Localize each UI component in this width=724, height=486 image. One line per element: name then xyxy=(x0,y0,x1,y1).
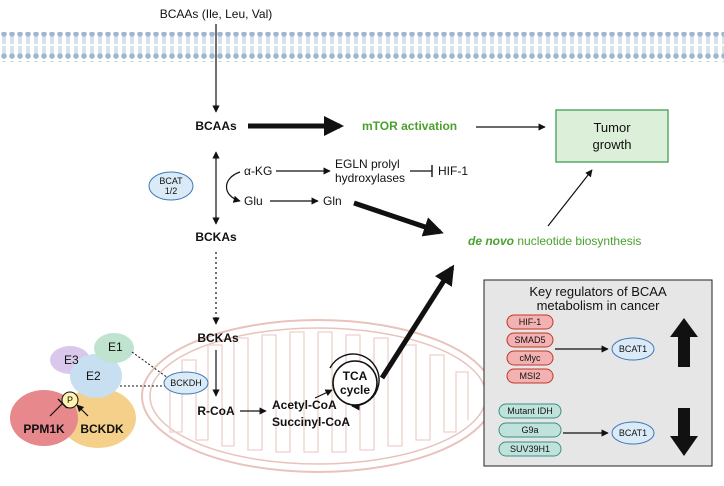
ppm1k-inhibit-bar xyxy=(57,398,68,409)
bckdh-label: BCKDH xyxy=(170,378,202,388)
node-egln-line2: hydroxylases xyxy=(335,171,405,185)
bckdk-blob xyxy=(60,388,136,448)
bckdk-arrow xyxy=(76,404,89,417)
e1-blob xyxy=(94,333,134,363)
tca-line1: TCA xyxy=(343,369,368,383)
outcome-mtor: mTOR activation xyxy=(362,119,457,133)
down-pill-1 xyxy=(498,422,562,438)
phospho-marker xyxy=(61,391,79,409)
node-bckas-mito: BCKAs xyxy=(197,331,239,345)
node-glu: Glu xyxy=(244,194,263,208)
ppm1k-inhibit xyxy=(49,402,64,417)
bckdk-label: BCKDK xyxy=(80,422,124,436)
down-pill-label-1: G9a xyxy=(521,425,538,435)
down-pill-label-0: Mutant IDH xyxy=(507,406,553,416)
up-pill-label-0: HIF-1 xyxy=(519,317,542,327)
up-pill-label-3: MSI2 xyxy=(519,371,540,381)
e1-label: E1 xyxy=(108,340,123,354)
up-pill-label-1: SMAD5 xyxy=(514,335,545,345)
up-pill-1 xyxy=(506,332,554,348)
dotted-e1-bckdh xyxy=(131,351,169,379)
node-succinyl-coa: Succinyl-CoA xyxy=(272,415,350,429)
node-acetyl-coa: Acetyl-CoA xyxy=(272,398,337,412)
akg-glu-curve xyxy=(225,171,241,203)
tumor-growth-line1: Tumor xyxy=(593,120,631,135)
node-rcoa: R-CoA xyxy=(197,404,235,418)
node-akg: α-KG xyxy=(244,164,272,178)
down-pill-2 xyxy=(498,441,562,457)
up-arrow-icon xyxy=(670,318,698,367)
bcat-enzyme xyxy=(148,171,194,201)
p-label: P xyxy=(67,395,73,405)
regulators-title-line1: Key regulators of BCAA xyxy=(529,284,667,299)
denovo-rest: nucleotide biosynthesis xyxy=(514,234,641,248)
arrow-acetyl-to-tca xyxy=(314,389,333,399)
up-pill-2 xyxy=(506,350,554,366)
bckdh-complex: E1 E3 E2 P PPM1K BCKDK xyxy=(10,333,136,448)
node-bckas: BCKAs xyxy=(195,230,237,244)
outcome-denovo: de novo nucleotide biosynthesis xyxy=(468,234,641,248)
input-label: BCAAs (Ile, Leu, Val) xyxy=(160,7,273,21)
tumor-growth-line2: growth xyxy=(592,137,631,152)
e3-label: E3 xyxy=(64,353,79,367)
tca-line2: cycle xyxy=(340,383,370,397)
e2-blob xyxy=(70,354,122,398)
cell-membrane xyxy=(0,32,724,62)
arrow-denovo-to-tumor xyxy=(547,169,593,227)
node-gln: Gln xyxy=(323,194,342,208)
bcat-line1: BCAT xyxy=(159,176,183,186)
up-pill-0 xyxy=(506,314,554,330)
up-pill-label-2: cMyc xyxy=(520,353,541,363)
down-arrow-icon xyxy=(670,408,698,456)
bcat-line2: 1/2 xyxy=(165,186,178,196)
down-pill-label-2: SUV39H1 xyxy=(510,444,550,454)
node-bcaas: BCAAs xyxy=(195,119,237,133)
node-egln-line1: EGLN prolyl xyxy=(335,157,400,171)
ppm1k-blob xyxy=(10,390,78,446)
e2-label: E2 xyxy=(86,369,101,383)
node-hif1: HIF-1 xyxy=(438,164,468,178)
arrow-gln-to-denovo xyxy=(353,200,444,237)
up-pill-3 xyxy=(506,368,554,384)
denovo-italic: de novo xyxy=(468,234,514,248)
regulators-title-line2: metabolism in cancer xyxy=(537,298,660,313)
bcat1-down xyxy=(611,421,655,445)
ppm1k-label: PPM1K xyxy=(23,422,65,436)
bcat1-up-label: BCAT1 xyxy=(619,344,647,354)
tca-cycle-circle xyxy=(332,360,378,406)
bcat1-up xyxy=(611,337,655,361)
bcat1-down-label: BCAT1 xyxy=(619,428,647,438)
bckdh-enzyme xyxy=(163,371,209,395)
down-pill-0 xyxy=(498,403,562,419)
tumor-growth-box xyxy=(555,109,669,163)
arrow-tca-to-denovo xyxy=(379,264,455,380)
